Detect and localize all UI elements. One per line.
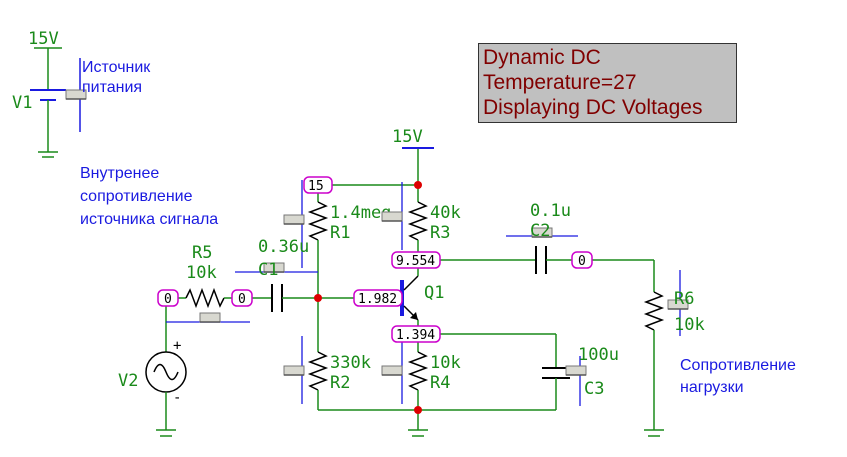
- r1-value-label: 1.4meg: [330, 203, 391, 223]
- c1-value-label: 0.36u: [258, 237, 309, 257]
- r4-value-label: 10k: [430, 353, 461, 373]
- r3-name-label: R3: [430, 223, 450, 243]
- v2-plus-label: +: [173, 338, 181, 354]
- c2-value-label: 0.1u: [530, 201, 571, 221]
- load-note-line2: нагрузки: [680, 379, 744, 396]
- node-tag-base: 1.982: [353, 289, 403, 307]
- status-display-mode: Displaying DC Voltages: [483, 96, 703, 119]
- status-mode: Dynamic DC: [483, 46, 601, 69]
- junction-dots: [314, 181, 422, 414]
- r3-resistor: [381, 182, 429, 260]
- c3-value-label: 100u: [578, 345, 619, 365]
- v1-note-line1: Источник: [82, 59, 151, 76]
- r6-resistor: [643, 260, 689, 437]
- svg-text:1.394: 1.394: [396, 328, 435, 343]
- svg-text:1.982: 1.982: [358, 292, 397, 307]
- v1-voltage-label: 15V: [28, 29, 59, 49]
- r2-resistor: [283, 298, 329, 410]
- v1-note-line2: питания: [82, 79, 142, 96]
- v1-source: [30, 47, 87, 158]
- r5-value-label: 10k: [186, 263, 217, 283]
- r4-name-label: R4: [430, 373, 450, 393]
- internal-note-line3: источника сигнала: [80, 211, 218, 228]
- node-tag-r5-out: 0: [231, 289, 253, 307]
- top-supply-rail: [318, 147, 434, 186]
- v1-name-label: V1: [12, 93, 32, 113]
- r5-name-label: R5: [192, 243, 212, 263]
- node-tag-source: 0: [157, 289, 179, 307]
- r3-value-label: 40k: [430, 203, 461, 223]
- simulation-status-box: Dynamic DC Temperature=27 Displaying DC …: [478, 43, 737, 123]
- r2-name-label: R2: [330, 373, 350, 393]
- r6-value-label: 10k: [674, 315, 705, 335]
- c1-name-label: C1: [258, 260, 278, 280]
- svg-text:0: 0: [578, 254, 586, 269]
- load-note-line1: Сопротивление: [680, 357, 796, 374]
- q1-name-label: Q1: [424, 283, 444, 303]
- r6-name-label: R6: [674, 289, 694, 309]
- v2-minus-label: -: [173, 390, 181, 406]
- svg-text:0: 0: [164, 292, 172, 307]
- internal-note-line1: Внутренее: [80, 165, 159, 182]
- v2-ac-source: [145, 351, 187, 437]
- node-tag-top: 15: [303, 176, 333, 194]
- top-supply-voltage: 15V: [392, 127, 423, 147]
- r1-name-label: R1: [330, 223, 350, 243]
- svg-text:15: 15: [308, 179, 324, 194]
- v2-name-label: V2: [118, 371, 138, 391]
- c3-name-label: C3: [584, 379, 604, 399]
- emitter-wiring: [318, 333, 587, 437]
- node-tag-emitter: 1.394: [391, 325, 441, 343]
- svg-text:9.554: 9.554: [396, 254, 435, 269]
- c2-name-label: C2: [530, 221, 550, 241]
- node-tag-collector: 9.554: [391, 251, 441, 269]
- status-temperature: Temperature=27: [483, 71, 637, 94]
- node-tag-output: 0: [571, 251, 593, 269]
- svg-text:0: 0: [238, 292, 246, 307]
- internal-note-line2: сопротивление: [80, 188, 193, 205]
- r2-value-label: 330k: [330, 353, 371, 373]
